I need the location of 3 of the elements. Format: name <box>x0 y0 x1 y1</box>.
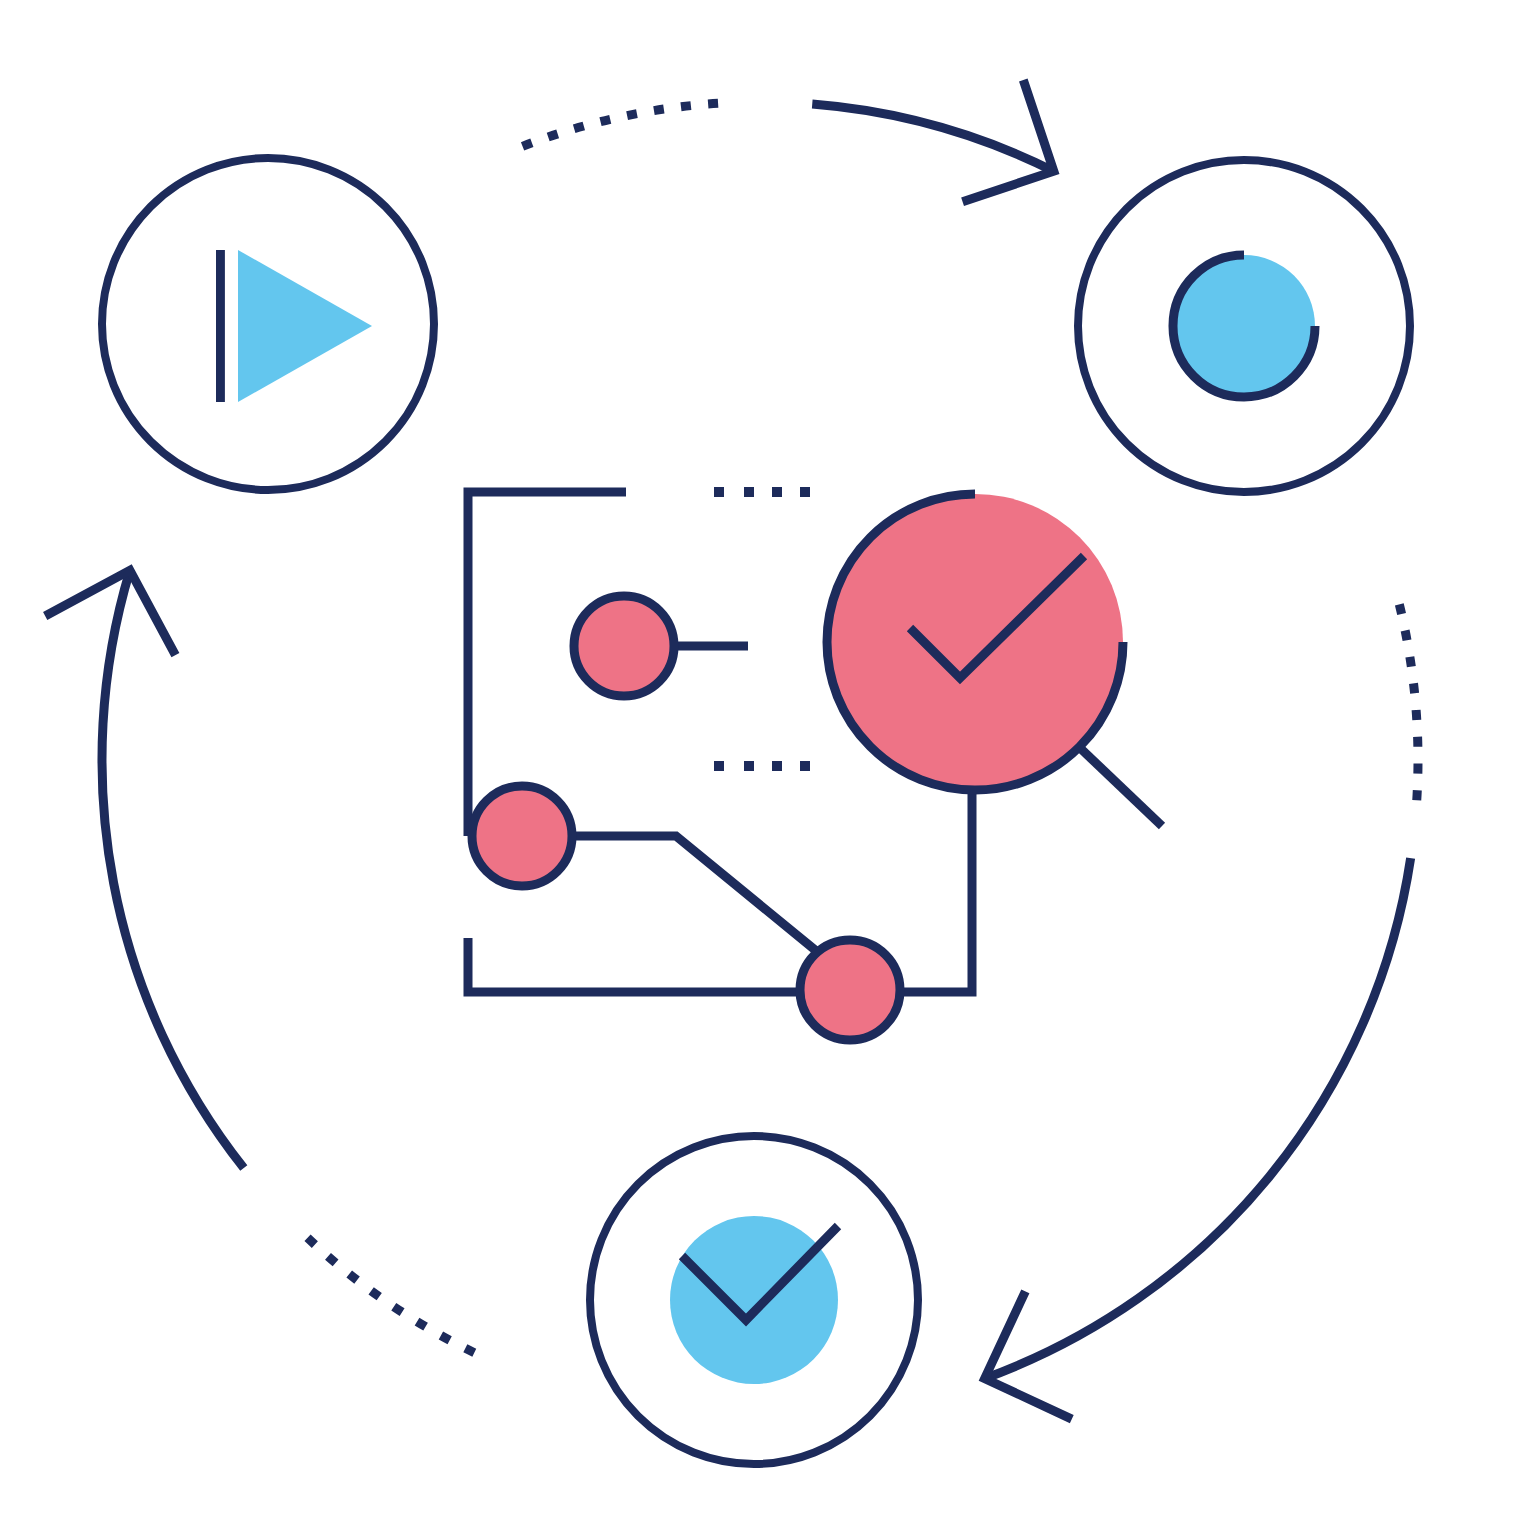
curved-arrow <box>521 77 1059 212</box>
curved-arrow <box>43 565 477 1357</box>
curved-arrow <box>980 603 1423 1419</box>
